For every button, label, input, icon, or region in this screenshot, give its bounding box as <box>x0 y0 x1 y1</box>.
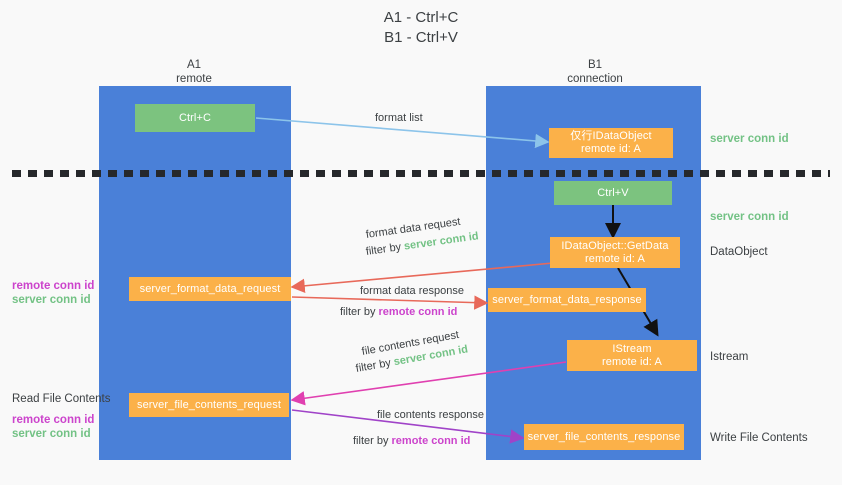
edge-label-file-contents-response: file contents response <box>377 409 485 421</box>
node-server-file-contents-request-label: server_file_contents_request <box>136 398 282 411</box>
node-getdata-title: IDataObject::GetData <box>561 239 669 252</box>
filter-key-remote-conn-id: remote conn id <box>378 306 458 318</box>
node-server-file-contents-request[interactable]: server_file_contents_request <box>129 393 289 417</box>
node-getdata-subtitle: remote id: A <box>585 252 645 265</box>
phase-divider <box>12 170 830 177</box>
node-ctrl-c[interactable]: Ctrl+C <box>135 104 255 132</box>
node-server-format-data-request-label: server_format_data_request <box>139 282 281 295</box>
column-b1-name: B1 <box>587 59 603 71</box>
label-remote-conn-id-1: remote conn id <box>12 280 95 292</box>
edge-label-format-list: format list <box>375 112 423 124</box>
node-idataobject[interactable]: 仅行IDataObject remote id: A <box>549 128 673 158</box>
node-server-file-contents-response-label: server_file_contents_response <box>527 430 681 443</box>
node-server-format-data-response-label: server_format_data_response <box>492 293 642 306</box>
title-line-1: A1 - Ctrl+C <box>383 9 459 26</box>
filter-prefix: filter by <box>340 306 379 318</box>
edge-label-file-contents-response-filter: filter by remote conn id <box>353 434 470 449</box>
label-server-conn-id-mid: server conn id <box>710 211 789 223</box>
column-b1-sub: connection <box>567 73 623 85</box>
label-istream: Istream <box>710 351 749 363</box>
label-server-conn-id-top: server conn id <box>710 133 789 145</box>
node-istream-subtitle: remote id: A <box>602 355 662 368</box>
edge-label-format-data-response-filter: filter by remote conn id <box>340 305 457 320</box>
node-istream-title: IStream <box>612 342 652 355</box>
node-idataobject-getdata[interactable]: IDataObject::GetData remote id: A <box>550 237 680 268</box>
label-server-conn-id-2: server conn id <box>12 428 91 440</box>
label-read-file-contents: Read File Contents <box>12 393 111 405</box>
node-ctrl-v-label: Ctrl+V <box>597 186 629 199</box>
node-idataobject-title: 仅行IDataObject <box>570 130 652 142</box>
node-server-format-data-request[interactable]: server_format_data_request <box>129 277 291 301</box>
column-a1-name: A1 <box>186 59 202 71</box>
node-idataobject-subtitle: remote id: A <box>581 143 641 155</box>
filter-prefix: filter by <box>365 240 405 258</box>
label-server-conn-id-1: server conn id <box>12 294 91 306</box>
title-line-2: B1 - Ctrl+V <box>384 29 458 46</box>
label-remote-conn-id-2: remote conn id <box>12 414 95 426</box>
node-server-format-data-response[interactable]: server_format_data_response <box>488 288 646 312</box>
column-a1-sub: remote <box>176 73 212 85</box>
node-istream[interactable]: IStream remote id: A <box>567 340 697 371</box>
column-header-b1: B1 connection <box>515 58 675 86</box>
page-title: A1 - Ctrl+C B1 - Ctrl+V <box>0 8 842 48</box>
column-header-a1: A1 remote <box>114 58 274 86</box>
node-server-file-contents-response[interactable]: server_file_contents_response <box>524 424 684 450</box>
edge-label-format-data-response: format data response <box>360 285 464 297</box>
label-dataobject: DataObject <box>710 246 768 258</box>
node-ctrl-v[interactable]: Ctrl+V <box>554 181 672 205</box>
label-write-file-contents: Write File Contents <box>710 432 808 444</box>
filter-key-remote-conn-id: remote conn id <box>391 435 471 447</box>
node-ctrl-c-label: Ctrl+C <box>178 111 212 124</box>
filter-prefix: filter by <box>353 435 392 447</box>
filter-prefix: filter by <box>354 356 395 375</box>
